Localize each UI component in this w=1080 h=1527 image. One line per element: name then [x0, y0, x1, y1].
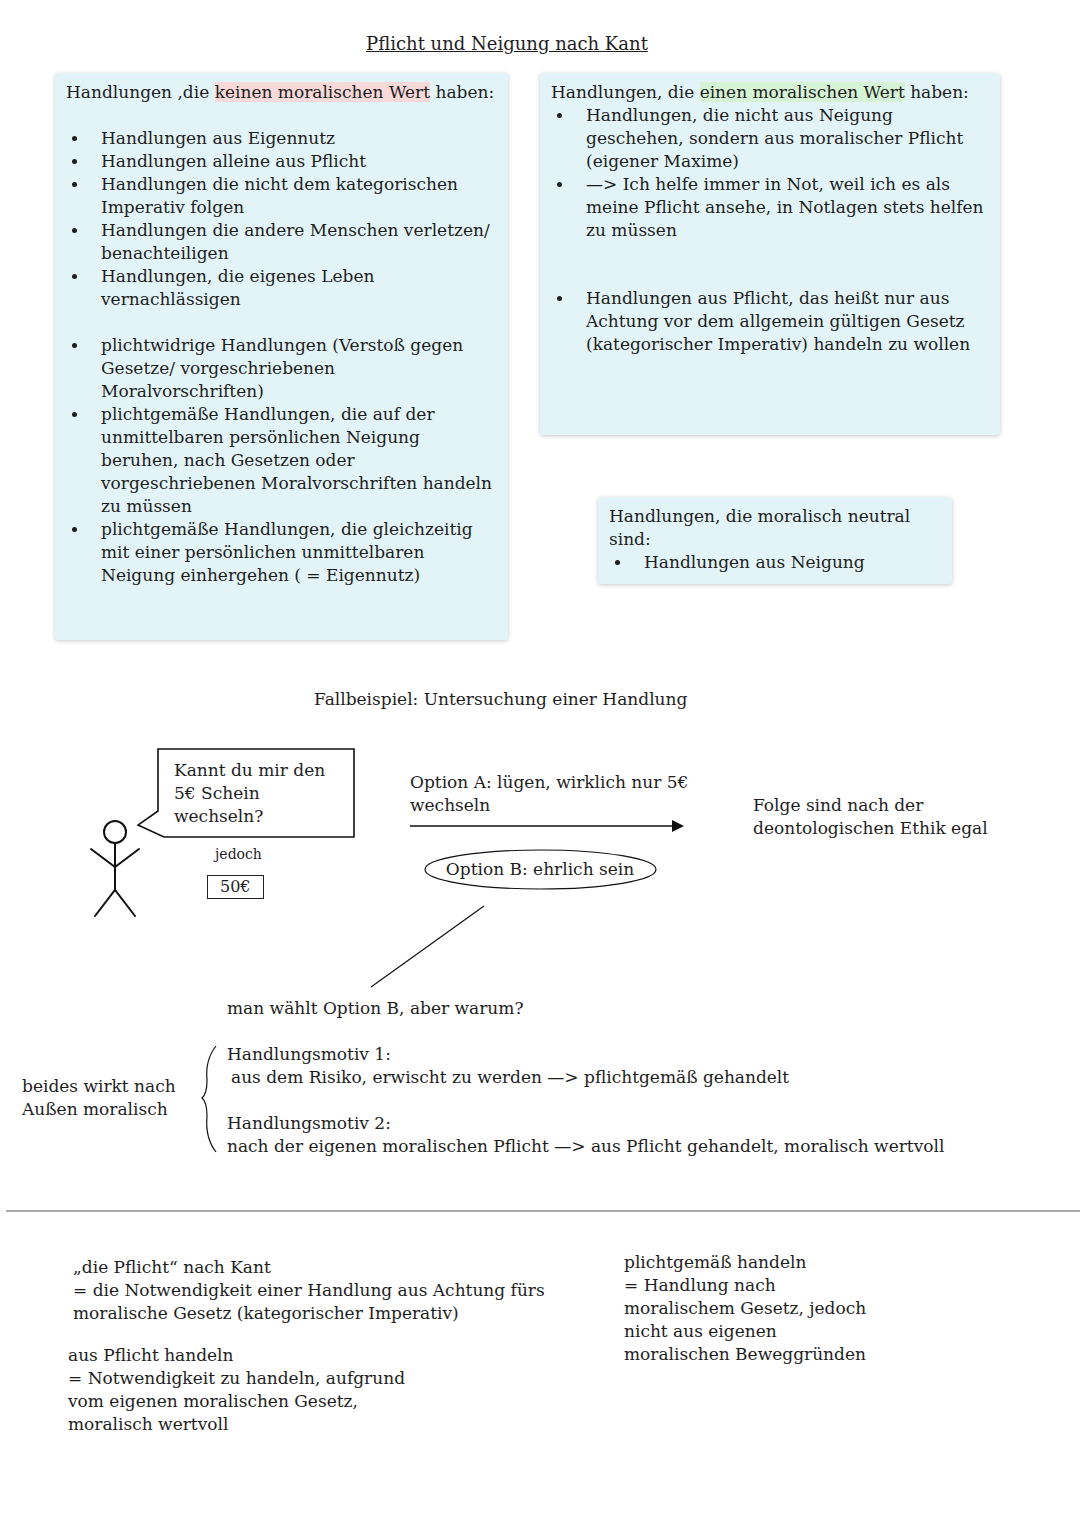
bullet-text: —> Ich helfe immer in Not, weil ich es a… [586, 173, 990, 242]
note-text: Fallbeispiel: Untersuchung einer Handlun… [314, 688, 687, 711]
heading-word [662, 82, 667, 102]
heading-word [430, 82, 435, 102]
heading-word: ,die [177, 82, 209, 102]
heading-word [747, 82, 752, 102]
note-text: Folge sind nach der deontologischen Ethi… [753, 794, 1021, 840]
heading-word [905, 82, 910, 102]
bullet-dot [72, 182, 77, 187]
curly-brace [202, 1046, 216, 1152]
note-text: Handlungsmotiv 2: [227, 1112, 391, 1135]
heading-word: Handlungen [66, 82, 172, 102]
figure-arms [91, 849, 139, 867]
figure-head [104, 821, 126, 843]
arrow-line [410, 825, 672, 827]
bullet-text: Handlungen, die eigenes Leben vernachläs… [101, 265, 498, 311]
note-text: = Notwendigkeit zu handeln, aufgrund vom… [68, 1367, 413, 1436]
bullet-dot [72, 412, 77, 417]
note-text: = die Notwendigkeit einer Handlung aus A… [73, 1279, 608, 1325]
bullet-dot [72, 136, 77, 141]
bullet-dot [557, 182, 562, 187]
node-text: Kannt du mir den 5€ Schein wechseln? [174, 759, 342, 828]
note-text: „die Pflicht“ nach Kant [73, 1256, 271, 1279]
heading-word: die [668, 82, 694, 102]
ellipse-shape [425, 850, 656, 889]
note-text: plichtgemäß handeln [624, 1251, 806, 1274]
note-text: Handlungsmotiv 1: [227, 1043, 391, 1066]
money-box: 50€ [207, 875, 264, 899]
bullet-dot [72, 274, 77, 279]
node-text: Option B: ehrlich sein [446, 858, 634, 881]
title: Pflicht und Neigung nach Kant [257, 32, 757, 55]
box-heading: Handlungen ,die keinen moralischen Wert … [66, 81, 498, 104]
category-box: Handlungen, die moralisch neutral sind:H… [598, 497, 952, 584]
bullet-dot [557, 296, 562, 301]
heading-word: Wert [389, 82, 430, 102]
heading-word: moralischen [278, 82, 384, 102]
bubble-shape [138, 749, 354, 837]
note-text: aus dem Risiko, erwischt zu werden —> pf… [231, 1066, 1071, 1089]
heading-word [694, 82, 699, 102]
heading-word: haben: [910, 82, 969, 102]
heading-word: einen [700, 82, 747, 102]
note-text: nach der eigenen moralischen Pflicht —> … [227, 1135, 1072, 1158]
heading-word [172, 82, 177, 102]
bullet-dot [615, 560, 620, 565]
option-ellipse: Option B: ehrlich sein [424, 849, 657, 890]
category-box: Handlungen, die einen moralischen Wert h… [540, 73, 1000, 435]
note-text: Option A: lügen, wirklich nur 5€ wechsel… [410, 771, 695, 817]
bullet-text: Handlungen alleine aus Pflicht [101, 150, 498, 173]
category-box: Handlungen ,die keinen moralischen Wert … [55, 73, 508, 640]
bullet-dot [72, 228, 77, 233]
bullet-dot [72, 343, 77, 348]
bullet-dot [72, 159, 77, 164]
node-text: 50€ [220, 877, 251, 897]
bullet-text: Handlungen die nicht dem kategorischen I… [101, 173, 498, 219]
note-text: aus Pflicht handeln [68, 1344, 234, 1367]
bullet-text: Handlungen aus Pflicht, das heißt nur au… [586, 287, 990, 356]
heading-word: moralischen [753, 82, 859, 102]
stick-figure [91, 821, 139, 916]
note-text: jedoch [215, 845, 262, 863]
box-heading: Handlungen, die einen moralischen Wert h… [551, 81, 990, 104]
bullet-dot [557, 113, 562, 118]
bullet-text: plichtgemäße Handlungen, die auf der unm… [101, 403, 498, 518]
bullet-text: plichtgemäße Handlungen, die gleichzeiti… [101, 518, 498, 587]
heading-word: Wert [864, 82, 905, 102]
speech-bubble: Kannt du mir den 5€ Schein wechseln? [158, 749, 354, 837]
bullet-text: Handlungen aus Eigennutz [101, 127, 498, 150]
heading-word: Handlungen, [551, 82, 662, 102]
bullet-text: Handlungen, die nicht aus Neigung gesche… [586, 104, 990, 173]
heading-word [272, 82, 277, 102]
figure-legs [95, 890, 135, 916]
bullet-text: plichtwidrige Handlungen (Verstoß gegen … [101, 334, 498, 403]
divider-rule [6, 1211, 1080, 1212]
heading-word: keinen [215, 82, 273, 102]
bullet-text: Handlungen aus Neigung [644, 551, 942, 574]
bullet-dot [72, 527, 77, 532]
heading-word [209, 82, 214, 102]
heading-word: haben: [435, 82, 494, 102]
note-text: = Handlung nach moralischem Gesetz, jedo… [624, 1274, 869, 1366]
note-text: man wählt Option B, aber warum? [227, 997, 524, 1020]
box-heading: Handlungen, die moralisch neutral sind: [609, 505, 942, 551]
bullet-text: Handlungen die andere Menschen verletzen… [101, 219, 498, 265]
note-text: beides wirkt nach Außen moralisch [22, 1075, 200, 1121]
heading-word [858, 82, 863, 102]
leader-line [371, 906, 484, 987]
arrow-head [672, 820, 684, 832]
